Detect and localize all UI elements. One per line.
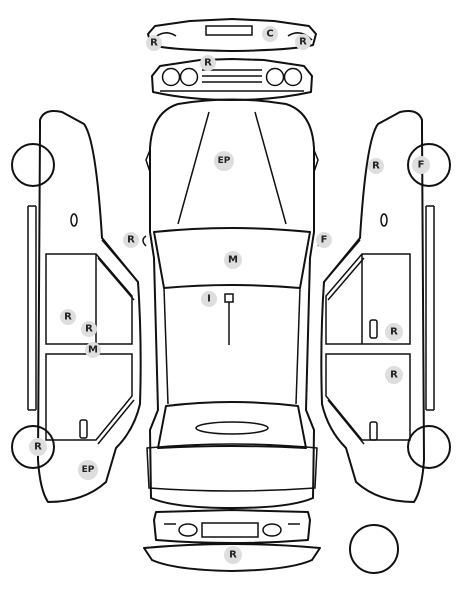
front-bumper[interactable]: [147, 18, 317, 52]
marker-front-grille-r[interactable]: R: [200, 55, 216, 71]
marker-text: F: [418, 160, 425, 171]
marker-left-rear-wheel-r[interactable]: R: [29, 438, 47, 456]
marker-text: R: [229, 550, 237, 561]
marker-right-rear-door-r[interactable]: R: [385, 366, 403, 384]
marker-left-pillar-r[interactable]: R: [81, 321, 97, 337]
marker-text: R: [204, 58, 212, 69]
marker-right-front-door-r[interactable]: R: [385, 323, 403, 341]
marker-left-rear-quarter-ep[interactable]: EP: [78, 460, 98, 480]
marker-roof-i[interactable]: I: [201, 291, 217, 307]
marker-front-bumper-left-r[interactable]: R: [146, 35, 162, 51]
marker-text: R: [127, 235, 135, 246]
marker-text: EP: [82, 465, 95, 475]
marker-hood-ep[interactable]: EP: [214, 151, 234, 171]
marker-right-fender-r[interactable]: R: [368, 158, 384, 174]
car-top-view[interactable]: [142, 98, 322, 509]
marker-front-bumper-right-r[interactable]: R: [295, 34, 311, 50]
marker-rear-bumper-r[interactable]: R: [224, 546, 242, 564]
marker-text: R: [372, 161, 380, 172]
marker-right-mirror-f[interactable]: F: [316, 232, 332, 248]
marker-text: M: [88, 345, 98, 356]
spare-wheel[interactable]: [349, 524, 399, 574]
marker-text: M: [228, 255, 238, 266]
marker-windshield-m[interactable]: M: [224, 251, 242, 269]
marker-text: R: [34, 442, 42, 453]
marker-text: R: [299, 37, 307, 48]
car-right-side[interactable]: [320, 110, 451, 503]
rear-bumper[interactable]: [143, 543, 321, 572]
marker-text: C: [266, 29, 273, 40]
marker-text: EP: [218, 156, 231, 166]
front-grille[interactable]: [151, 58, 313, 101]
car-left-side[interactable]: [11, 110, 142, 503]
marker-left-pillar-m[interactable]: M: [85, 342, 101, 358]
marker-text: R: [64, 312, 72, 323]
marker-text: R: [390, 327, 398, 338]
marker-text: R: [85, 324, 93, 335]
marker-text: R: [390, 370, 398, 381]
marker-text: F: [321, 235, 328, 246]
marker-left-front-door-r[interactable]: R: [60, 309, 76, 325]
marker-front-bumper-c[interactable]: C: [262, 26, 278, 42]
marker-right-front-wheel-f[interactable]: F: [412, 156, 430, 174]
marker-left-mirror-r[interactable]: R: [123, 232, 139, 248]
rear-face[interactable]: [153, 509, 311, 544]
marker-text: R: [150, 38, 158, 49]
marker-text: I: [207, 294, 211, 305]
